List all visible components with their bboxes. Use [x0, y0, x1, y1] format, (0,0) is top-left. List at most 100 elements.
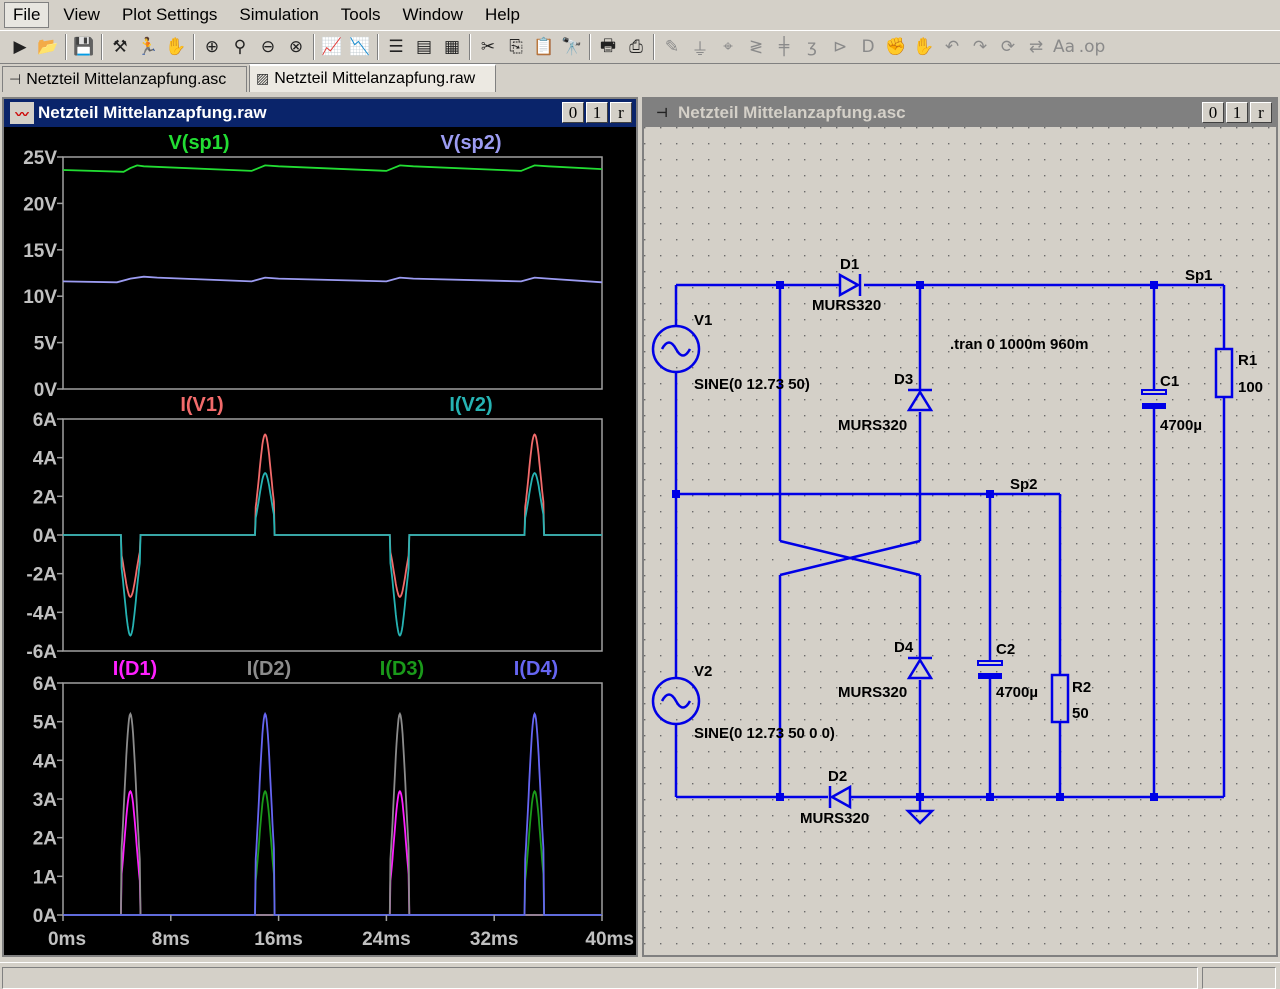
- cascade-icon[interactable]: ▦: [443, 37, 461, 57]
- maximize-button[interactable]: 1: [586, 102, 608, 123]
- label-d2-model[interactable]: MURS320: [800, 810, 869, 827]
- rotate-icon[interactable]: ⟳: [1000, 37, 1016, 57]
- menu-simulation[interactable]: Simulation: [239, 5, 319, 24]
- label-d4-model[interactable]: MURS320: [838, 684, 907, 701]
- menu-view[interactable]: View: [63, 5, 100, 24]
- tile-horizontal-icon[interactable]: ☰: [388, 37, 404, 57]
- pick-visible-icon[interactable]: 📉: [349, 37, 371, 57]
- diode-d1[interactable]: [838, 272, 862, 298]
- schematic-canvas[interactable]: D1 MURS320 D2 MURS320 D3 MURS320 D4 MURS…: [644, 127, 1276, 955]
- autorange-icon[interactable]: 📈: [321, 37, 343, 57]
- maximize-button[interactable]: 1: [1226, 102, 1248, 123]
- trace-iv2[interactable]: [63, 472, 602, 637]
- menu-help[interactable]: Help: [484, 5, 520, 24]
- run-man-icon[interactable]: 🏃: [137, 37, 159, 57]
- spice-directive[interactable]: .tran 0 1000m 960m: [950, 336, 1088, 353]
- tab-waveform[interactable]: ▨ Netzteil Mittelanzapfung.raw: [249, 64, 496, 92]
- save-icon[interactable]: 💾: [73, 37, 95, 57]
- menu-plot-settings[interactable]: Plot Settings: [121, 5, 218, 24]
- draw-wire-icon[interactable]: ✎: [664, 37, 680, 57]
- find-binoculars-icon[interactable]: 🔭: [561, 37, 583, 57]
- label-c1-value[interactable]: 4700µ: [1160, 417, 1202, 434]
- inductor-icon[interactable]: ʒ: [807, 37, 817, 57]
- restore-button[interactable]: r: [1250, 102, 1272, 123]
- diode-d2[interactable]: [828, 784, 852, 810]
- waveform-titlebar[interactable]: 〰 Netzteil Mittelanzapfung.raw 0 1 r: [4, 99, 636, 127]
- label-v2-value[interactable]: SINE(0 12.73 50 0 0): [694, 725, 835, 742]
- print-icon[interactable]: 🖶: [599, 35, 617, 56]
- label-v1[interactable]: V1: [694, 312, 712, 329]
- label-d2[interactable]: D2: [828, 768, 847, 785]
- run-icon[interactable]: ▶: [13, 37, 27, 57]
- resistor-icon[interactable]: ≷: [748, 37, 764, 57]
- capacitor-c1[interactable]: [1141, 389, 1167, 409]
- halt-hand-icon[interactable]: ✋: [165, 37, 187, 57]
- label-v2[interactable]: V2: [694, 663, 712, 680]
- menu-file[interactable]: File: [4, 2, 50, 28]
- trace-legend-label[interactable]: V(sp2): [440, 132, 501, 154]
- open-folder-icon[interactable]: 📂: [37, 37, 59, 57]
- copy-icon[interactable]: ⎘: [509, 37, 523, 57]
- net-label-sp1[interactable]: Sp1: [1185, 267, 1213, 284]
- label-c1[interactable]: C1: [1160, 373, 1179, 390]
- label-c2[interactable]: C2: [996, 641, 1015, 658]
- minimize-button[interactable]: 0: [1202, 102, 1224, 123]
- trace-legend-label[interactable]: I(V1): [180, 394, 223, 416]
- move-hand-icon[interactable]: ✊: [885, 37, 907, 57]
- label-d3[interactable]: D3: [894, 371, 913, 388]
- component-icon[interactable]: D: [861, 37, 875, 57]
- label-d4[interactable]: D4: [894, 639, 914, 656]
- drag-hand-icon[interactable]: ✋: [913, 37, 935, 57]
- label-r2-value[interactable]: 50: [1072, 705, 1089, 722]
- label-r1[interactable]: R1: [1238, 352, 1257, 369]
- label-r2[interactable]: R2: [1072, 679, 1091, 696]
- capacitor-c2[interactable]: [977, 660, 1003, 679]
- trace-legend-label[interactable]: V(sp1): [168, 132, 229, 154]
- text-icon[interactable]: Aa: [1052, 37, 1076, 57]
- tile-vertical-icon[interactable]: ▤: [415, 37, 433, 57]
- print-setup-icon[interactable]: ⎙: [629, 37, 643, 57]
- spice-directive-icon[interactable]: .op: [1078, 37, 1106, 57]
- capacitor-icon[interactable]: ╪: [778, 37, 790, 57]
- label-d1-model[interactable]: MURS320: [812, 297, 881, 314]
- label-net-icon[interactable]: ⌖: [723, 37, 733, 57]
- voltage-source-v1[interactable]: [651, 324, 701, 374]
- redo-icon[interactable]: ↷: [972, 37, 988, 57]
- waveform-plot[interactable]: 25V20V15V10V5V0VV(sp1)V(sp2)6A4A2A0A-2A-…: [4, 127, 636, 955]
- paste-icon[interactable]: 📋: [533, 37, 555, 57]
- restore-button[interactable]: r: [610, 102, 632, 123]
- label-v1-value[interactable]: SINE(0 12.73 50): [694, 376, 810, 393]
- zoom-in-icon[interactable]: ⊕: [204, 37, 220, 57]
- net-label-sp2[interactable]: Sp2: [1010, 476, 1038, 493]
- settings-hammer-icon[interactable]: ⚒: [112, 37, 128, 57]
- schematic-window[interactable]: ⊣ Netzteil Mittelanzapfung.asc 0 1 r: [642, 97, 1278, 957]
- trace-legend-label[interactable]: I(D4): [514, 658, 558, 680]
- diode-icon[interactable]: ⊳: [832, 37, 848, 57]
- label-d3-model[interactable]: MURS320: [838, 417, 907, 434]
- label-r1-value[interactable]: 100: [1238, 379, 1263, 396]
- cut-icon[interactable]: ✂: [480, 37, 496, 57]
- menu-window[interactable]: Window: [402, 5, 463, 24]
- diode-d4[interactable]: [906, 656, 934, 680]
- resistor-r1[interactable]: [1214, 347, 1234, 399]
- voltage-source-v2[interactable]: [651, 676, 701, 726]
- trace-vsp2[interactable]: [62, 275, 603, 284]
- label-d1[interactable]: D1: [840, 256, 859, 273]
- minimize-button[interactable]: 0: [562, 102, 584, 123]
- tab-schematic[interactable]: ⊣ Netzteil Mittelanzapfung.asc: [2, 66, 247, 92]
- undo-icon[interactable]: ↶: [944, 37, 960, 57]
- ground-icon[interactable]: ⏚: [691, 39, 709, 60]
- trace-id4[interactable]: [63, 711, 602, 916]
- zoom-cancel-icon[interactable]: ⊗: [288, 37, 304, 57]
- schematic-titlebar[interactable]: ⊣ Netzteil Mittelanzapfung.asc 0 1 r: [644, 99, 1276, 127]
- resistor-r2[interactable]: [1050, 673, 1070, 724]
- waveform-window[interactable]: 〰 Netzteil Mittelanzapfung.raw 0 1 r 25V…: [2, 97, 638, 957]
- trace-legend-label[interactable]: I(D2): [247, 658, 291, 680]
- zoom-out-icon[interactable]: ⊖: [260, 37, 276, 57]
- zoom-pan-icon[interactable]: ⚲: [233, 37, 247, 57]
- menu-tools[interactable]: Tools: [340, 5, 381, 24]
- mirror-icon[interactable]: ⇄: [1028, 37, 1044, 57]
- trace-legend-label[interactable]: I(D1): [113, 658, 157, 680]
- schematic-drawing[interactable]: D1 MURS320 D2 MURS320 D3 MURS320 D4 MURS…: [644, 127, 1276, 955]
